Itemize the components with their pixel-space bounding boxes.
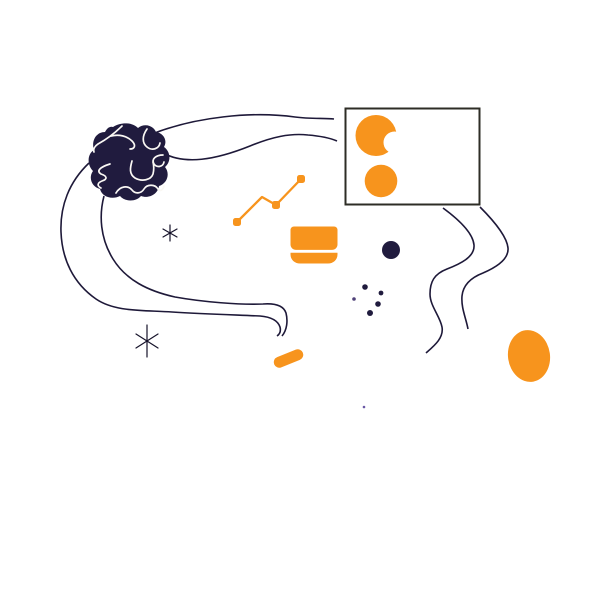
- trend-points: [233, 175, 305, 226]
- trend-line: [235, 177, 303, 224]
- river-curve-right: [461, 206, 509, 330]
- orange-ellipse: [507, 330, 551, 382]
- frame-dot: [364, 164, 398, 198]
- dark-circle: [382, 241, 400, 259]
- flow-curve-outer: [60, 162, 282, 337]
- crescent-bite: [383, 131, 406, 154]
- river-curve-left: [425, 207, 475, 354]
- orange-pill: [273, 349, 304, 368]
- crumpled-ball-creases: [92, 125, 165, 194]
- flow-curve-inner: [100, 195, 288, 337]
- asterisk-large-icon: [135, 324, 159, 358]
- container-shape: [290, 226, 338, 264]
- flow-curve-top: [151, 113, 335, 135]
- flow-curve-mid: [162, 133, 338, 161]
- crumpled-ball: [88, 123, 170, 201]
- frame-rect: [344, 107, 481, 206]
- dots-cluster: [352, 284, 384, 409]
- asterisk-small-icon: [162, 224, 178, 242]
